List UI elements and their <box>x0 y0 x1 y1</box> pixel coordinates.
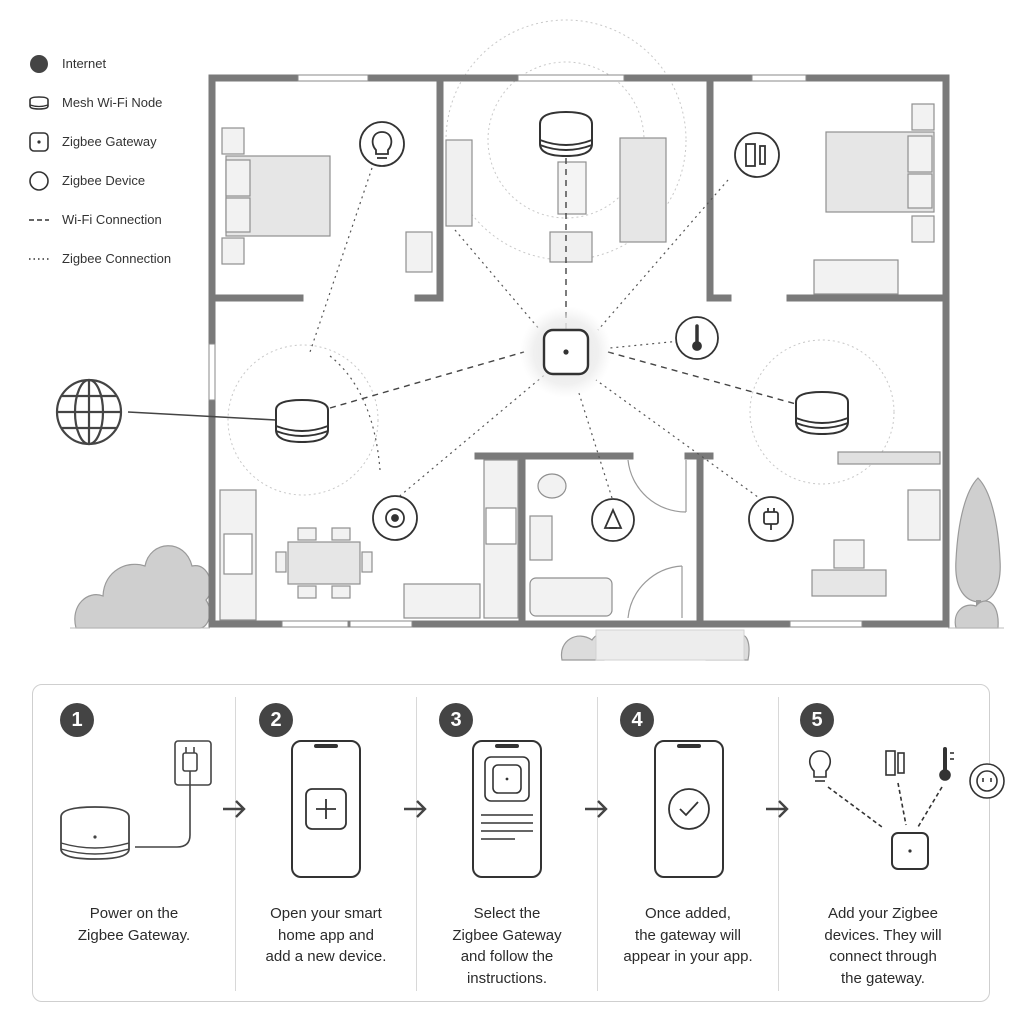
smart-plug-icon <box>969 763 1005 799</box>
arrow-right-icon <box>223 800 246 818</box>
doors <box>627 459 687 619</box>
mesh-node-right <box>795 390 849 436</box>
step-text-line: Zigbee Gateway <box>452 926 562 944</box>
arrow-right-icon <box>585 800 608 818</box>
step-text-line: Add your Zigbee <box>827 905 939 922</box>
phone-select-gateway-illustration <box>472 740 542 878</box>
bush-left <box>74 545 212 629</box>
step-number: 4 <box>620 703 654 737</box>
arrow-right-icon <box>404 800 427 818</box>
contact-sensor-icon <box>885 750 905 776</box>
legend-label: Zigbee Device <box>62 173 146 188</box>
step-divider <box>416 697 417 991</box>
step-text-line: appear in your app. <box>623 948 753 965</box>
step-text-line: the gateway will <box>635 926 741 944</box>
step-text: Open your smart home app and add a new d… <box>241 903 411 968</box>
step-text-line: and follow the <box>460 948 554 965</box>
mesh-node-icon <box>29 95 49 110</box>
tree-right <box>955 477 1001 603</box>
step-text-line: Zigbee Gateway. <box>77 926 191 944</box>
zigbee-device-icon <box>29 170 49 191</box>
zigbee-gateway <box>542 328 590 376</box>
step-number: 1 <box>60 703 94 737</box>
step-divider <box>235 697 236 991</box>
step-4: 4 Once added, the gateway will appear in… <box>597 685 778 1003</box>
floor-plan <box>55 19 1004 661</box>
step-text: Add your Zigbee devices. They will conne… <box>798 903 968 989</box>
legend-item-wifi-connection: Wi-Fi Connection <box>28 200 228 239</box>
zigbee-connection-line-icon <box>29 257 49 260</box>
step-text-line: Open your smart <box>270 905 382 922</box>
smart-plug-icon <box>748 496 794 542</box>
legend-item-zigbee-device: Zigbee Device <box>28 161 228 200</box>
wifi-connection-line-icon <box>29 218 49 221</box>
legend-item-zigbee-connection: Zigbee Connection <box>28 239 228 278</box>
contact-sensor-icon <box>734 132 780 178</box>
step-text: Select the Zigbee Gateway and follow the… <box>422 903 592 989</box>
phone-add-device-illustration <box>291 740 361 878</box>
smoke-sensor-icon <box>591 498 635 542</box>
step-5: 5 <box>778 685 1005 1003</box>
step-text-line: Power on the <box>89 905 179 922</box>
legend-label: Zigbee Connection <box>62 251 172 266</box>
step-divider <box>597 697 598 991</box>
bulb-icon <box>808 750 832 782</box>
thermostat-icon <box>939 747 954 781</box>
devices-connect-illustration <box>808 747 954 870</box>
legend-item-zigbee-gateway: Zigbee Gateway <box>28 122 228 161</box>
arrow-right-icon <box>766 800 789 818</box>
furniture <box>219 103 941 621</box>
bush-right <box>954 600 999 629</box>
walkway <box>595 629 745 661</box>
legend-label: Mesh Wi-Fi Node <box>62 95 163 110</box>
setup-steps-panel: 1 Power on the Zigbee Gateway. 2 Op <box>32 684 1005 1003</box>
step-text-line: instructions. <box>466 969 548 987</box>
motion-sensor-icon <box>372 495 418 541</box>
step-number: 3 <box>439 703 473 737</box>
legend-item-mesh-node: Mesh Wi-Fi Node <box>28 83 228 122</box>
legend-label: Internet <box>62 56 107 71</box>
phone-gateway-added-illustration <box>654 740 724 878</box>
step-number: 5 <box>800 703 834 737</box>
step-text-line: home app and <box>278 926 374 944</box>
legend-item-internet: Internet <box>28 44 228 83</box>
mesh-node-top <box>539 110 593 158</box>
step-1: 1 Power on the Zigbee Gateway. <box>33 685 235 1003</box>
legend-label: Wi-Fi Connection <box>62 212 162 227</box>
step-2: 2 Open your smart home app and add a new… <box>235 685 416 1003</box>
step-divider <box>778 697 779 991</box>
zigbee-gateway-icon <box>29 131 49 152</box>
thermostat-icon <box>675 316 719 360</box>
step-text-line: Select the <box>473 905 541 922</box>
step-text-line: add a new device. <box>265 948 387 965</box>
step-number: 2 <box>259 703 293 737</box>
step-text-line: Once added, <box>645 905 731 922</box>
step-text-line: devices. They will <box>824 926 942 944</box>
legend-label: Zigbee Gateway <box>62 134 157 149</box>
globe-icon <box>55 378 123 446</box>
internet-dot-icon <box>30 54 48 73</box>
windows <box>208 74 863 628</box>
step-text: Power on the Zigbee Gateway. <box>49 903 219 946</box>
gateway-power-illustration <box>60 740 212 860</box>
step-text-line: connect through <box>829 948 937 965</box>
step-text: Once added, the gateway will appear in y… <box>603 903 773 968</box>
internet-link <box>127 411 277 421</box>
bulb-icon <box>359 121 405 167</box>
step-text-line: the gateway. <box>841 969 925 987</box>
mesh-node-left <box>275 398 329 444</box>
step-3: 3 Select the Zigbee Gateway and follow t… <box>416 685 597 1003</box>
legend: Internet Mesh Wi-Fi Node Zigbee Gateway … <box>28 44 228 278</box>
